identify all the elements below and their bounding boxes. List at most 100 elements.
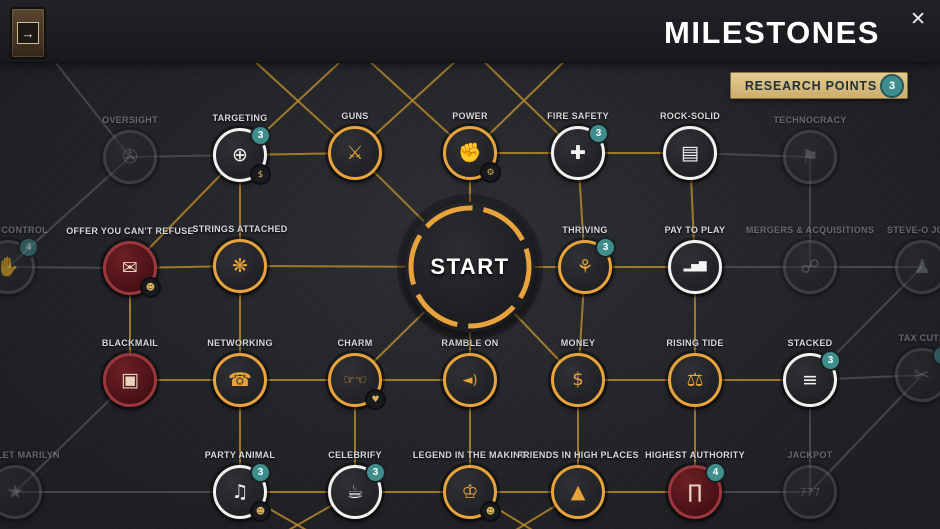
milestone-label: FIRE SAFETY — [547, 111, 609, 121]
cost-badge: 3 — [250, 125, 271, 146]
merger-icon: ☍ — [800, 255, 820, 278]
milestone-label: TECHNOCRACY — [773, 115, 847, 125]
milestone-node-stacked[interactable]: ≡ STACKED 3 — [783, 338, 841, 407]
page-title: MILESTONES — [664, 15, 880, 50]
cash-stack-icon: ≡ — [802, 368, 818, 391]
cost-badge: 3 — [365, 462, 386, 483]
start-ring — [408, 205, 532, 329]
milestone-node-rising-tide[interactable]: ⚖ RISING TIDE — [666, 338, 723, 407]
milestone-node-money[interactable]: $ MONEY — [551, 338, 605, 407]
milestone-node-guns[interactable]: ⚔ GUNS — [328, 111, 382, 180]
close-icon[interactable]: ✕ — [910, 9, 926, 30]
slot-machine-icon: 777 — [799, 485, 821, 499]
milestone-node-pay-to-play[interactable]: ▂▅▇ PAY TO PLAY — [665, 225, 725, 294]
milestone-node-blackmail[interactable]: ▣ BLACKMAIL — [102, 338, 158, 407]
milestone-label: FRIENDS IN HIGH PLACES — [517, 450, 639, 460]
milestone-label: OVERSIGHT — [102, 115, 158, 125]
milestone-label: OFFER YOU CAN'T REFUSE — [66, 226, 194, 236]
milestone-label: MERGERS & ACQUISITIONS — [745, 225, 875, 235]
coffee-cup-icon: ☕ — [346, 480, 364, 503]
milestone-label: POWER — [452, 111, 488, 121]
milestone-label: CELEBRIFY — [328, 450, 382, 460]
flag-icon: ⚑ — [801, 145, 819, 168]
milestone-node-friends[interactable]: ▲ FRIENDS IN HIGH PLACES — [517, 450, 639, 519]
milestone-label: PAY TO PLAY — [664, 225, 726, 235]
person-bust-icon: ♟ — [913, 255, 931, 278]
cash-icon: $ — [250, 164, 271, 185]
milestone-label: TAX CUTS — [898, 333, 940, 343]
milestone-label: RAMBLE ON — [441, 338, 499, 348]
milestone-label: SCARLET MARILYN — [0, 450, 60, 460]
cost-badge: 4 — [932, 345, 940, 366]
milestone-node-rock-solid[interactable]: ▤ROCK-SOLID — [660, 111, 720, 180]
milestone-label: MONEY — [560, 338, 596, 348]
scales-icon: ⚖ — [686, 368, 704, 391]
milestone-node-mergers[interactable]: ☍ MERGERS & ACQUISITIONS — [746, 225, 874, 294]
cost-badge: 3 — [820, 350, 841, 371]
phone-icon: ☎ — [228, 368, 252, 391]
milestone-node-technocracy[interactable]: ⚑ TECHNOCRACY — [773, 115, 846, 184]
top-bar: → MILESTONES ✕ — [0, 0, 940, 63]
milestone-label: CHARM — [337, 338, 373, 348]
milestone-node-jackpot[interactable]: 777 JACKPOT — [783, 450, 837, 519]
milestone-label: BLACKMAIL — [101, 338, 159, 348]
exit-arrow-icon: → — [17, 22, 39, 44]
milestone-node-oversight[interactable]: ✇ OVERSIGHT — [102, 115, 158, 184]
champagne-glasses-icon: ♫ — [231, 480, 249, 503]
milestone-node-offer[interactable]: ✉OFFER YOU CAN'T REFUSE☻ — [66, 226, 193, 298]
milestone-node-strings[interactable]: ❋ STRINGS ATTACHED — [192, 224, 287, 293]
research-points-badge: 3 — [880, 73, 904, 98]
milestone-node-power[interactable]: ✊POWER⚙ — [443, 111, 501, 183]
research-points-bar: RESEARCH POINTS 3 — [729, 72, 908, 99]
milestone-node-networking[interactable]: ☎ NETWORKING — [207, 338, 272, 407]
megaphone-icon: ◄) — [462, 372, 478, 388]
spider-web-icon: ❋ — [232, 254, 248, 277]
shield-icon: ✚ — [570, 141, 586, 164]
handshake-icon: ☞☜ — [343, 372, 367, 388]
surveillance-camera-icon: ✇ — [122, 145, 138, 168]
statue-icon: ♔ — [461, 480, 479, 503]
milestone-label: STEVE-O JOBS — [886, 225, 940, 235]
milestone-label: NETWORKING — [207, 338, 273, 348]
milestone-node-charm[interactable]: ☞☜ CHARM ♥ — [328, 338, 386, 410]
milestone-label: ROCK-SOLID — [660, 111, 720, 121]
milestone-label: STRINGS ATTACHED — [192, 224, 288, 234]
bar-chart-icon: ▂▅▇ — [683, 261, 707, 272]
cost-badge: 3 — [595, 237, 616, 258]
milestone-label: LEGEND IN THE MAKING — [412, 450, 528, 460]
milestone-label: HIGHEST AUTHORITY — [645, 450, 745, 460]
photo-icon: ▣ — [121, 368, 139, 391]
milestone-label: GUNS — [341, 111, 369, 121]
milestone-node-scarlet[interactable]: ★SCARLET MARILYN — [0, 450, 60, 519]
control-hand-icon: ✋ — [0, 255, 20, 278]
cost-badge: 4 — [18, 237, 39, 258]
milestone-node-steve-o-jobs[interactable]: ♟ STEVE-O JOBS — [887, 225, 940, 294]
research-points-label: RESEARCH POINTS — [744, 78, 877, 93]
milestone-node-celebrify[interactable]: ☕ CELEBRIFY 3 — [328, 450, 386, 519]
skull-letter-icon: ✉ — [122, 256, 138, 279]
milestone-node-legend[interactable]: ♔LEGEND IN THE MAKING☻ — [413, 450, 527, 522]
crossed-rifles-icon: ⚔ — [346, 141, 364, 164]
milestone-node-tax-cuts[interactable]: ✂ TAX CUTS 4 — [895, 333, 940, 402]
dollar-coin-icon: $ — [572, 369, 584, 390]
heart-icon: ♥ — [365, 389, 386, 410]
start-label: START — [430, 254, 510, 279]
scissors-icon: ✂ — [914, 363, 930, 386]
pyramid-icon: ▲ — [570, 480, 586, 503]
milestone-label: JACKPOT — [787, 450, 833, 460]
milestone-label: RISING TIDE — [666, 338, 724, 348]
crosshair-icon: ⊕ — [232, 143, 248, 166]
milestone-label: STACKED — [787, 338, 833, 348]
milestone-node-ramble-on[interactable]: ◄) RAMBLE ON — [441, 338, 498, 407]
start-node[interactable]: START — [405, 202, 535, 332]
back-button[interactable]: → — [10, 7, 46, 59]
